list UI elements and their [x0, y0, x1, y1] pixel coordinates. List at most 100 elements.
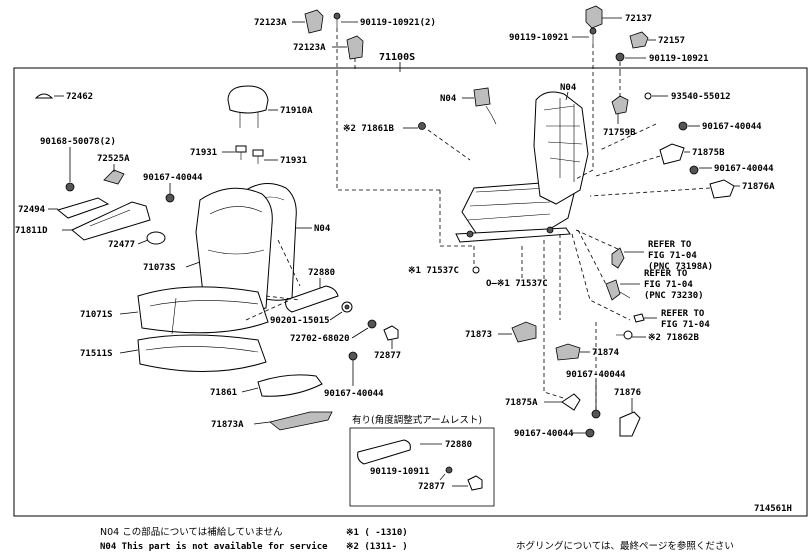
- pin-93540-55012: [644, 92, 652, 100]
- label-71511S: 71511S: [80, 349, 113, 359]
- screw-90119-10921-b: [615, 52, 625, 62]
- diagram-frame: [13, 67, 808, 517]
- part-73230-ref: [605, 279, 631, 301]
- cover-71876A: [709, 179, 735, 199]
- label-N04-top: N04: [440, 94, 457, 104]
- label-71875B: 71875B: [692, 148, 725, 158]
- label-71861B: ※2 71861B: [343, 124, 394, 134]
- motor-N04: [473, 87, 497, 125]
- shield-71811D: [71, 201, 151, 241]
- label-72877-a: 72877: [374, 351, 401, 361]
- screw-90167-40044-r1: [678, 121, 688, 131]
- screw-90167-40044-r2: [689, 165, 699, 175]
- ref2-b: FIG 71-04: [644, 280, 693, 290]
- label-71861: 71861: [210, 388, 237, 398]
- ref3-a: REFER TO: [661, 309, 705, 319]
- guide-71931-b: [252, 149, 264, 164]
- ref2-c: (PNC 73230): [644, 291, 704, 301]
- diagram-id: 714561H: [754, 504, 792, 514]
- label-71537C-b: O—※1 71537C: [486, 279, 548, 289]
- screw-71861B: [418, 122, 426, 130]
- clip-72525A: [103, 169, 125, 185]
- bracket-71874: [555, 343, 581, 361]
- label-72462: 72462: [66, 92, 93, 102]
- ref3-b: FIG 71-04: [661, 320, 710, 330]
- label-93540-55012: 93540-55012: [671, 92, 731, 102]
- label-71873A: 71873A: [211, 420, 244, 430]
- label-71910A: 71910A: [280, 106, 313, 116]
- label-90167-40044-bb: 90167-40044: [514, 429, 574, 439]
- note-mark2: ※2 (1311- ): [346, 542, 408, 552]
- label-90119-10921-b: 90119-10921: [649, 54, 709, 64]
- label-71874: 71874: [592, 348, 620, 358]
- label-72157: 72157: [658, 36, 685, 46]
- note-n04-jp: N04 この部品については補給していません: [100, 526, 283, 538]
- label-71931-a: 71931: [190, 148, 217, 158]
- note-hogging: ホグリングについては、最終ページを参照ください: [516, 540, 734, 552]
- label-71876: 71876: [614, 388, 641, 398]
- label-71862B: ※2 71862B: [648, 333, 699, 343]
- label-72702-68020: 72702-68020: [290, 334, 350, 344]
- label-71811D: 71811D: [15, 226, 48, 236]
- ref2-a: REFER TO: [644, 269, 688, 279]
- cap-72877-a: [383, 325, 399, 341]
- label-71537C-a: ※1 71537C: [408, 266, 459, 276]
- headrest-71910A: [227, 85, 269, 128]
- label-71875A: 71875A: [505, 398, 538, 408]
- recliner-cover-72494: [56, 197, 110, 219]
- label-72880-a: 72880: [308, 268, 335, 278]
- label-72494: 72494: [18, 205, 46, 215]
- armrest-72880: [285, 285, 339, 313]
- label-90201-15015: 90201-15015: [270, 316, 330, 326]
- label-71100S: 71100S: [379, 52, 415, 63]
- label-72877-b: 72877: [418, 482, 445, 492]
- cover-71876: [619, 411, 641, 437]
- ref1-c: (PNC 73198A): [648, 262, 713, 272]
- cap-72462: [34, 93, 54, 99]
- knob-72477: [146, 231, 166, 245]
- bracket-72123A-top: [304, 9, 324, 34]
- bolt-90119-10911: [439, 466, 453, 481]
- cap-72877-b: [467, 475, 483, 491]
- label-72123A-top: 72123A: [254, 18, 287, 28]
- screw-90167-40044-rb: [591, 409, 601, 419]
- screw-90201-15015: [341, 301, 353, 313]
- bolt-90119-10921-a: [589, 27, 597, 44]
- label-71759B: 71759B: [603, 128, 636, 138]
- screw-90167-40044-c: [348, 351, 358, 361]
- label-71931-b: 71931: [280, 156, 307, 166]
- cushion-cover-71071S: [137, 286, 269, 335]
- cover-72157: [629, 31, 649, 49]
- label-90167-40044-l: 90167-40044: [143, 173, 203, 183]
- screw-90167-40044-l: [165, 193, 175, 203]
- cover-71875A: [561, 393, 581, 411]
- screw-71862B: [616, 330, 633, 340]
- bracket-72123A: [346, 35, 364, 60]
- label-90167-40044-rb: 90167-40044: [566, 370, 626, 380]
- label-90168-50078: 90168-50078(2): [40, 137, 116, 147]
- label-90119-10911: 90119-10911: [370, 467, 430, 477]
- trim-71873A: [269, 411, 333, 431]
- inset-frame: [349, 427, 495, 507]
- label-72123A: 72123A: [293, 43, 326, 53]
- cushion-pad-71511S: [137, 334, 267, 372]
- washer-72702-68020: [367, 319, 377, 329]
- label-72137: 72137: [625, 14, 652, 24]
- bracket-71759B: [611, 95, 629, 115]
- label-72477: 72477: [108, 240, 135, 250]
- label-90167-40044-r1: 90167-40044: [702, 122, 762, 132]
- label-71876A: 71876A: [742, 182, 775, 192]
- label-72525A: 72525A: [97, 154, 130, 164]
- cover-71875B: [659, 143, 685, 165]
- note-n04-en: N04 This part is not available for servi…: [100, 541, 328, 552]
- part-ref3: [633, 313, 645, 323]
- guide-71931-a: [235, 145, 247, 160]
- label-90167-40044-r2: 90167-40044: [714, 164, 774, 174]
- seat-frame: [455, 91, 589, 243]
- label-90119-10921-2: 90119-10921(2): [360, 18, 436, 28]
- note-mark1: ※1 ( -1310): [346, 528, 408, 538]
- bracket-72137: [585, 5, 603, 29]
- label-71073S: 71073S: [143, 263, 176, 273]
- label-71071S: 71071S: [80, 310, 113, 320]
